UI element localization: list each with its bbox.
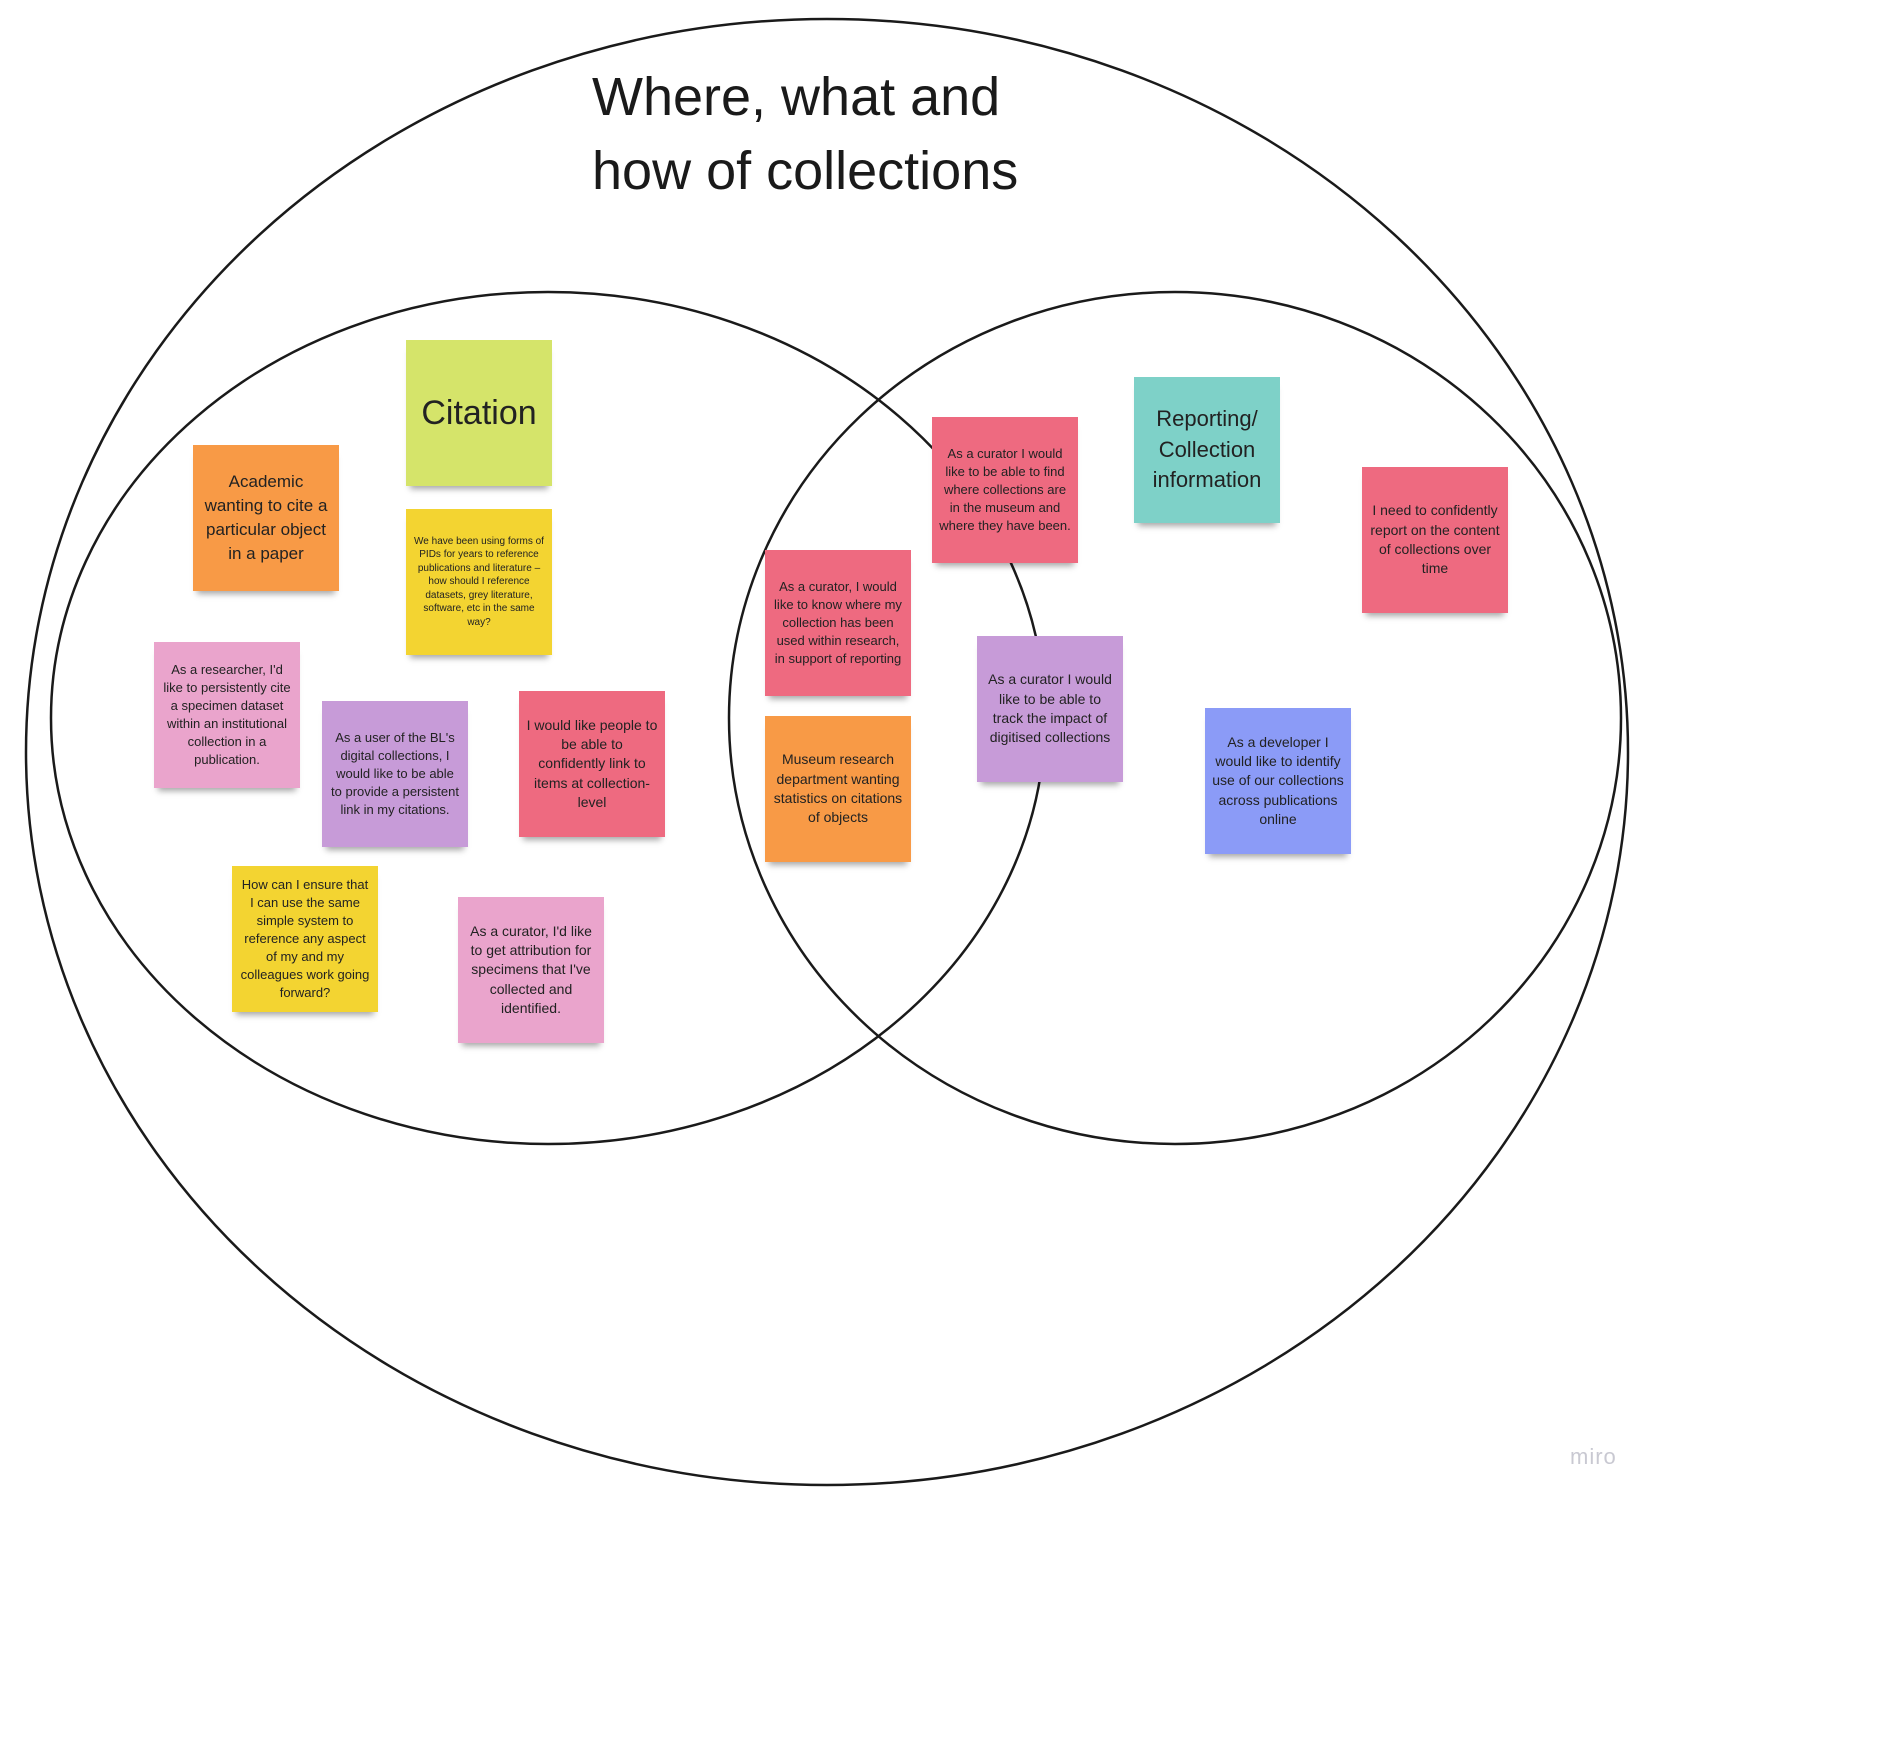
sticky-note-confident-link[interactable]: I would like people to be able to confid…	[519, 691, 665, 837]
sticky-note-text: How can I ensure that I can use the same…	[240, 877, 370, 1000]
outer-circle	[24, 17, 1630, 1487]
sticky-note-curator-impact[interactable]: As a curator I would like to be able to …	[977, 636, 1123, 782]
board-title-line-2: how of collections	[592, 141, 1019, 201]
sticky-note-text: As a curator I would like to be able to …	[939, 446, 1071, 533]
sticky-note-text: Reporting/ Collection information	[1152, 406, 1262, 493]
board-title: Where, what and how of collections	[592, 60, 1112, 208]
sticky-note-text: As a curator, I'd like to get attributio…	[470, 922, 592, 1016]
miro-watermark: miro	[1570, 1444, 1617, 1469]
sticky-note-text: As a researcher, I'd like to persistentl…	[163, 662, 291, 767]
sticky-note-academic[interactable]: Academic wanting to cite a particular ob…	[193, 445, 339, 591]
sticky-note-text: Citation	[421, 393, 537, 432]
sticky-note-curator-research[interactable]: As a curator, I would like to know where…	[765, 550, 911, 696]
sticky-note-pids[interactable]: We have been using forms of PIDs for yea…	[406, 509, 552, 655]
sticky-note-text: Academic wanting to cite a particular ob…	[204, 471, 328, 564]
sticky-note-bl-user[interactable]: As a user of the BL's digital collection…	[322, 701, 468, 847]
sticky-note-attribution[interactable]: As a curator, I'd like to get attributio…	[458, 897, 604, 1043]
sticky-note-text: I would like people to be able to confid…	[526, 716, 658, 810]
board-title-line-1: Where, what and	[592, 67, 1001, 127]
sticky-note-text: As a developer I would like to identify …	[1212, 733, 1344, 827]
sticky-note-developer[interactable]: As a developer I would like to identify …	[1205, 708, 1351, 854]
sticky-note-citation-heading[interactable]: Citation	[406, 340, 552, 486]
sticky-note-text: Museum research department wanting stati…	[773, 751, 903, 826]
right-circle	[727, 290, 1623, 1146]
sticky-note-ensure[interactable]: How can I ensure that I can use the same…	[232, 866, 378, 1012]
sticky-note-text: As a user of the BL's digital collection…	[331, 730, 459, 817]
sticky-note-confident-report[interactable]: I need to confidently report on the cont…	[1362, 467, 1508, 613]
sticky-note-text: As a curator I would like to be able to …	[988, 671, 1112, 746]
sticky-note-curator-find[interactable]: As a curator I would like to be able to …	[932, 417, 1078, 563]
sticky-note-text: We have been using forms of PIDs for yea…	[414, 535, 544, 628]
sticky-note-researcher[interactable]: As a researcher, I'd like to persistentl…	[154, 642, 300, 788]
sticky-note-text: I need to confidently report on the cont…	[1370, 502, 1500, 577]
sticky-note-museum-stats[interactable]: Museum research department wanting stati…	[765, 716, 911, 862]
sticky-note-reporting-heading[interactable]: Reporting/ Collection information	[1134, 377, 1280, 523]
sticky-note-text: As a curator, I would like to know where…	[774, 579, 902, 666]
